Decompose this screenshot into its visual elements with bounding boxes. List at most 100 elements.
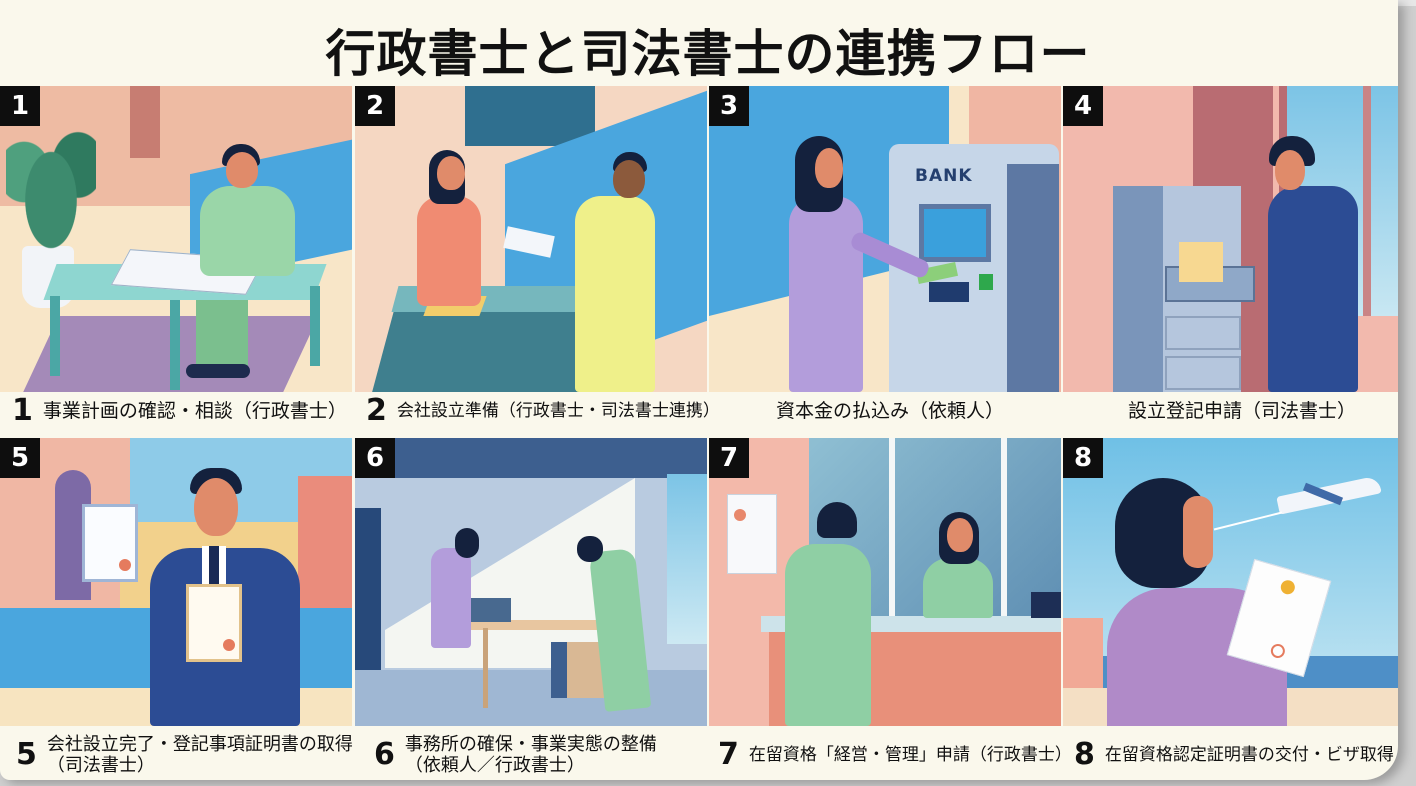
woman-body (431, 548, 471, 648)
caption-text: 会社設立完了・登記事項証明書の取得 （司法書士） (47, 734, 353, 776)
atm-card-slot[interactable] (979, 274, 993, 290)
desk-leg (170, 300, 180, 390)
step-badge: 8 (1063, 438, 1103, 478)
step-badge: 7 (709, 438, 749, 478)
woman-face (1183, 496, 1213, 568)
caption-3: 資本金の払込み（依頼人） (776, 400, 1004, 422)
caption-number: 8 (1074, 737, 1095, 772)
panel-2: 2 (355, 86, 707, 392)
desk-leg (50, 296, 60, 376)
window-frame (1363, 86, 1371, 316)
table (461, 620, 621, 630)
atm-keypad[interactable] (929, 282, 969, 302)
man-body (1268, 186, 1358, 392)
woman-body (789, 196, 863, 392)
caption-number: 7 (718, 737, 739, 772)
contrail (1213, 511, 1283, 531)
poster-dot (734, 509, 746, 521)
desk-leg (310, 286, 320, 366)
woman-body (417, 196, 481, 306)
man-face (613, 160, 645, 198)
man-shoes (186, 364, 250, 378)
panel-7: 7 (709, 438, 1061, 726)
caption-text: 事業計画の確認・相談（行政書士） (42, 400, 347, 422)
panel-5: 5 (0, 438, 352, 726)
panel-1: 1 (0, 86, 352, 392)
woman-face (815, 148, 843, 188)
man-body (200, 186, 295, 276)
man-hair (817, 502, 857, 538)
atm-screen[interactable] (919, 204, 991, 262)
man-body (785, 544, 871, 726)
window (667, 474, 707, 644)
panel-8: 8 (1063, 438, 1398, 726)
caption-number: 5 (16, 737, 37, 772)
seal (223, 639, 235, 651)
caption-line-2: （依頼人／行政書士） (404, 755, 585, 776)
step-badge: 3 (709, 86, 749, 126)
caption-text: 設立登記申請（司法書士） (1128, 400, 1357, 422)
step-badge: 6 (355, 438, 395, 478)
woman-face (437, 156, 465, 190)
window-frame (889, 438, 895, 618)
filing-cabinet[interactable] (1113, 186, 1255, 392)
atm-label: BANK (915, 166, 973, 186)
window-frame (1001, 438, 1007, 618)
clerk-body (923, 558, 993, 618)
floor (355, 670, 707, 726)
man-legs (196, 300, 248, 370)
laptop (1031, 592, 1061, 618)
certificate (82, 504, 138, 582)
poster (727, 494, 777, 574)
caption-4: 設立登記申請（司法書士） (1128, 400, 1356, 422)
caption-text: 会社設立準備（行政書士・司法書士連携） (396, 401, 720, 421)
step-badge: 4 (1063, 86, 1103, 126)
panel-4: 4 (1063, 86, 1398, 392)
caption-text: 資本金の払込み（依頼人） (776, 400, 1005, 422)
red-seal (1269, 642, 1287, 660)
door[interactable] (355, 508, 381, 672)
caption-text: 在留資格認定証明書の交付・ビザ取得 (1104, 745, 1394, 765)
caption-2: 2 会社設立準備（行政書士・司法書士連携） (366, 393, 720, 428)
caption-text: 事務所の確保・事業実態の整備 （依頼人／行政書士） (405, 734, 657, 776)
caption-number: 2 (366, 393, 387, 428)
plant-leaves (6, 116, 96, 256)
gold-seal (1279, 578, 1297, 596)
infographic-sheet: 行政書士と司法書士の連携フロー 1 1 事業計画の確認・相談（行政書士） 2 (0, 0, 1398, 780)
box (471, 598, 511, 622)
man-face (226, 152, 258, 188)
drawer[interactable] (1165, 356, 1241, 390)
panel-3: 3 BANK (709, 86, 1061, 392)
building (465, 86, 595, 146)
man-hair (577, 536, 603, 562)
caption-6: 6 事務所の確保・事業実態の整備 （依頼人／行政書士） (374, 734, 657, 776)
caption-number: 1 (12, 393, 33, 428)
page-title: 行政書士と司法書士の連携フロー (325, 25, 1091, 83)
caption-line-1: 会社設立完了・登記事項証明書の取得 (46, 734, 353, 755)
caption-7: 7 在留資格「経営・管理」申請（行政書士） (718, 737, 1072, 772)
building (1063, 618, 1103, 688)
coral-building (298, 476, 352, 626)
clerk-face (947, 518, 973, 552)
wall-pillar (130, 86, 160, 158)
step-badge: 2 (355, 86, 395, 126)
caption-1: 1 事業計画の確認・相談（行政書士） (12, 393, 347, 428)
panel-6: 6 (355, 438, 707, 726)
cabinet-side (1113, 186, 1163, 392)
caption-line-1: 事務所の確保・事業実態の整備 (404, 734, 657, 755)
caption-8: 8 在留資格認定証明書の交付・ビザ取得 (1074, 737, 1394, 772)
drawer[interactable] (1165, 316, 1241, 350)
man-face (1275, 150, 1305, 190)
caption-text: 在留資格「経営・管理」申請（行政書士） (748, 745, 1072, 765)
caption-line-2: （司法書士） (46, 755, 155, 776)
table-leg (483, 628, 488, 708)
ceiling (355, 438, 707, 478)
papers (1179, 242, 1223, 282)
man-body (575, 196, 655, 392)
step-badge: 5 (0, 438, 40, 478)
man-face (194, 478, 238, 536)
woman-hair (455, 528, 479, 558)
seal (119, 559, 131, 571)
certificate (186, 584, 242, 662)
atm-side (1007, 164, 1059, 392)
